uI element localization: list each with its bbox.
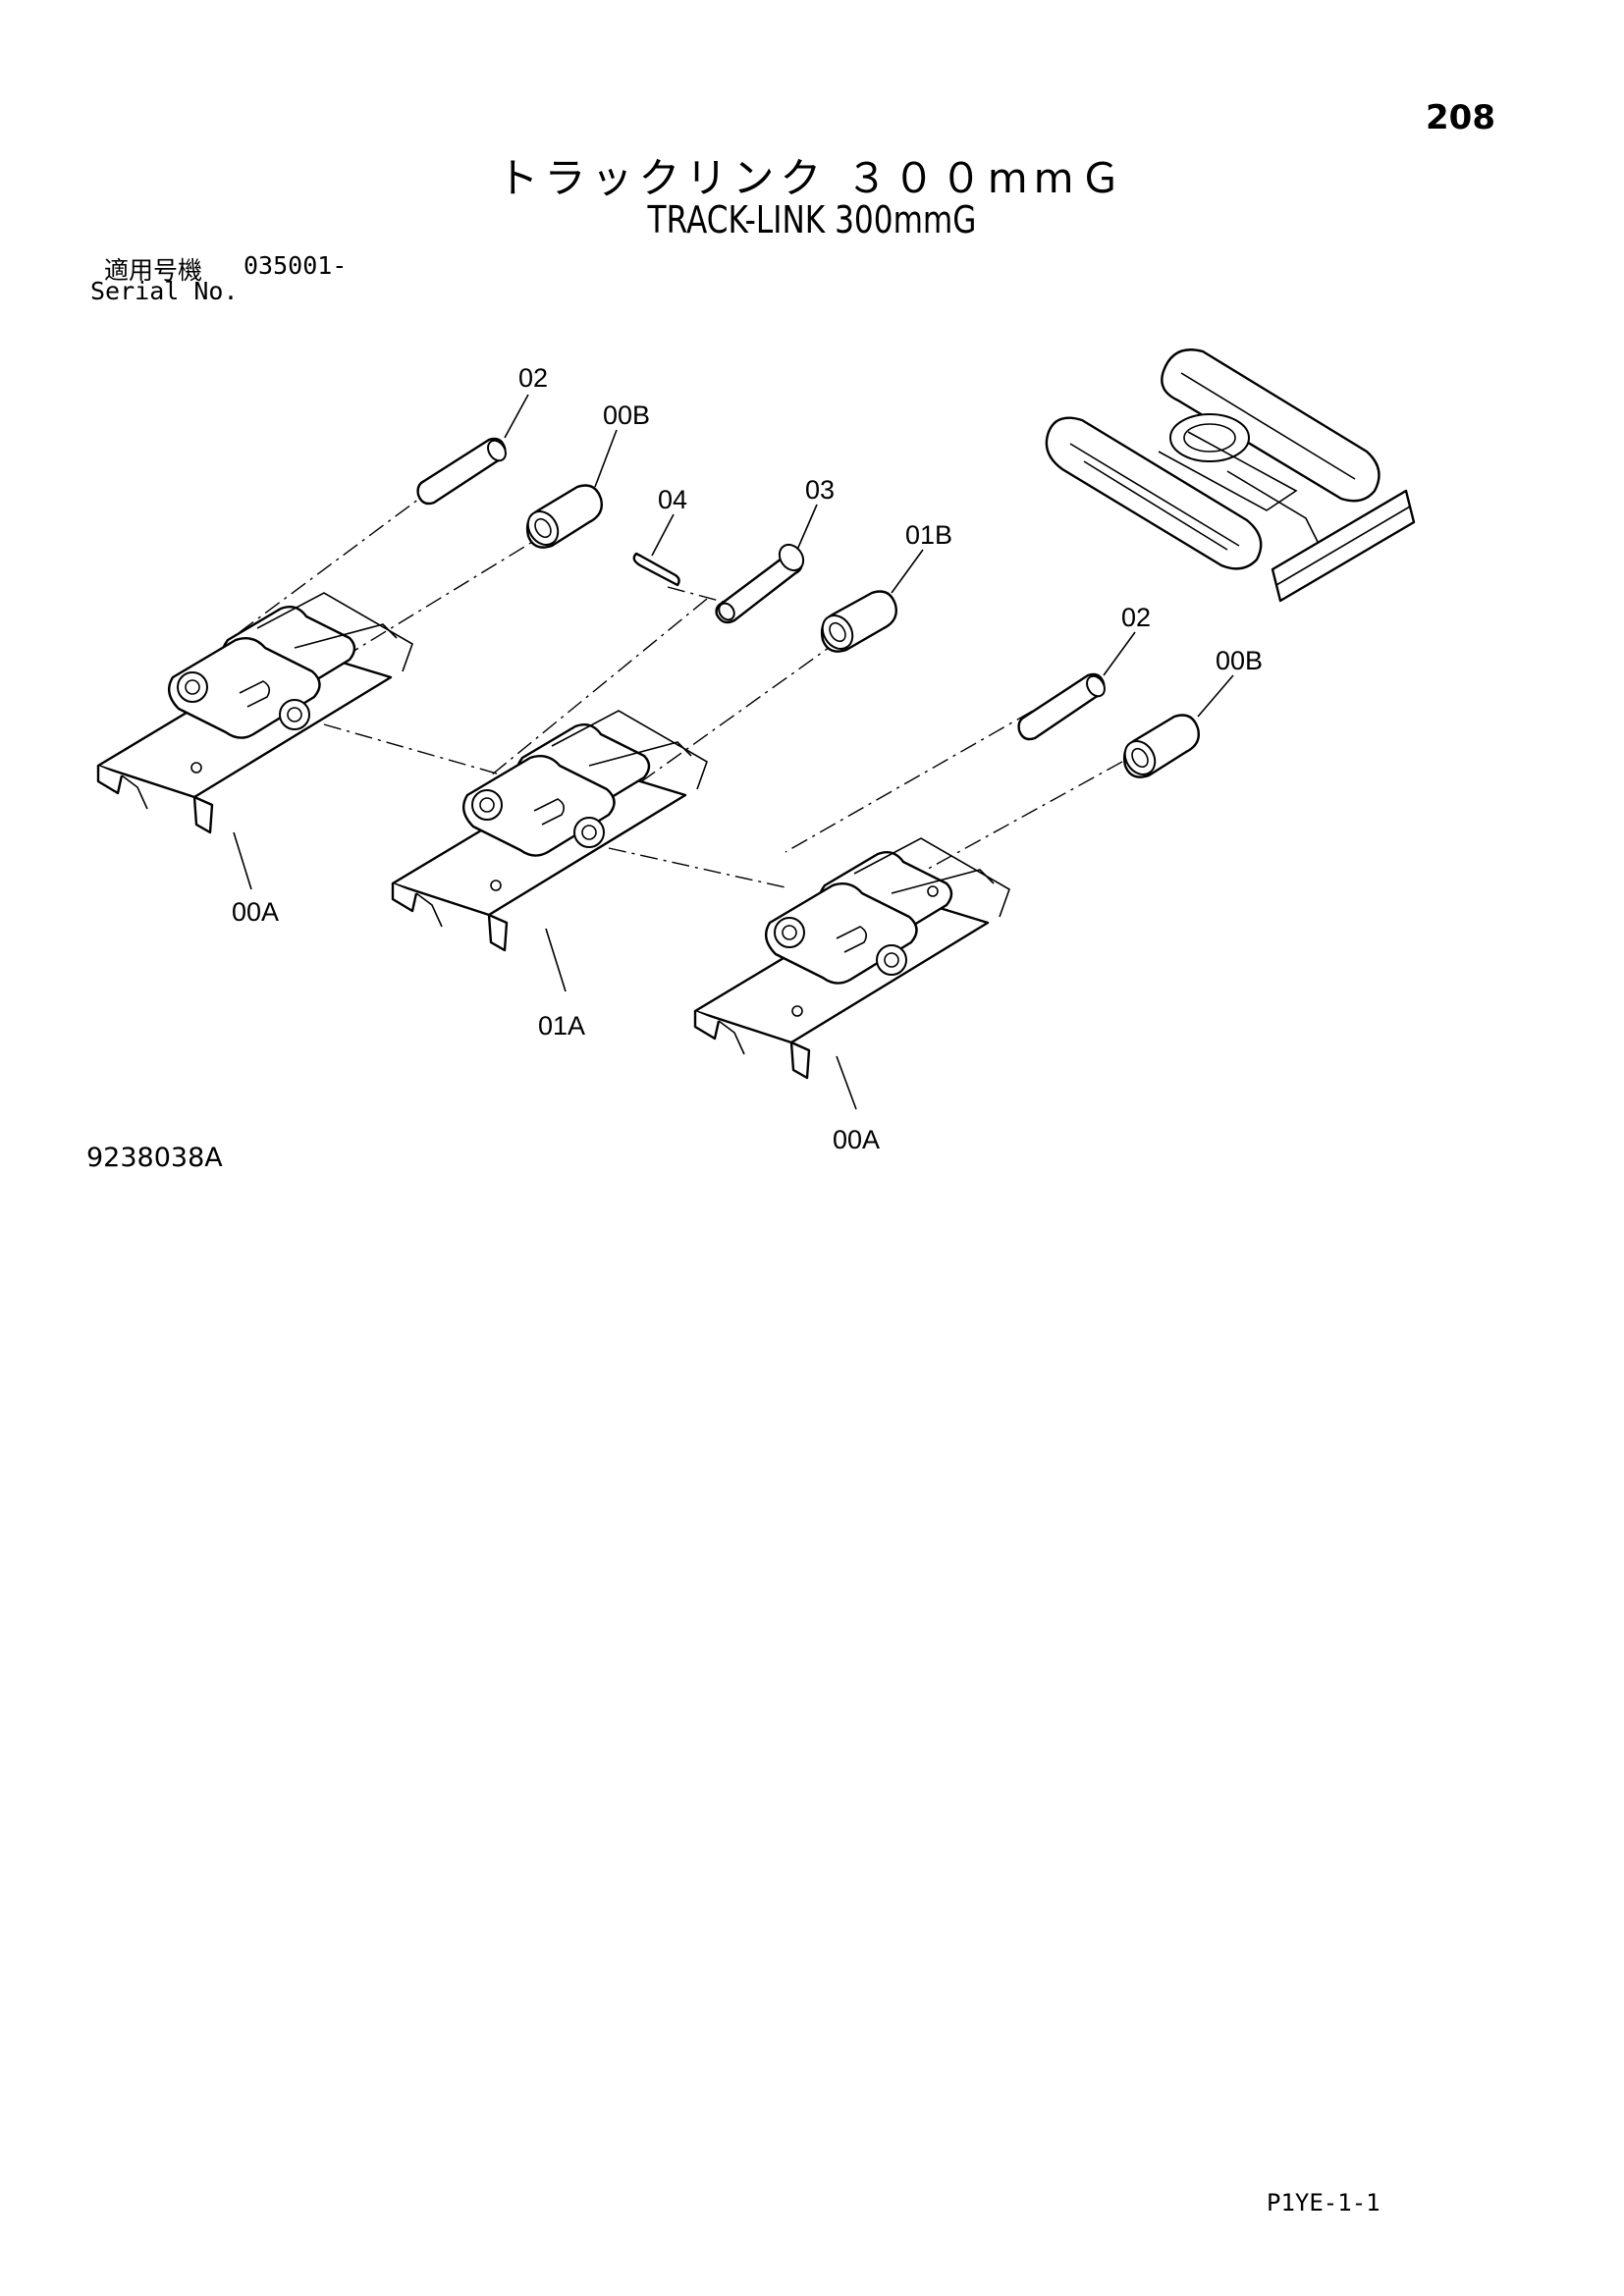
pin-02-top	[416, 437, 507, 506]
callout-00a-right: 00A	[833, 1125, 880, 1154]
callout-04: 04	[658, 485, 687, 514]
track-link-assembly-00a-left	[96, 592, 413, 834]
callout-00a-left: 00A	[232, 897, 279, 927]
track-link-assembly-00a-right	[693, 837, 1010, 1080]
clip-04	[632, 552, 680, 587]
page-title-japanese: トラックリンク ３００mmＧ	[497, 154, 1127, 202]
pin-03	[715, 543, 805, 624]
callout-03: 03	[805, 475, 835, 505]
callout-leader-lines	[233, 394, 1234, 1110]
bushing-01b	[820, 590, 897, 653]
page-code: P1YE-1-1	[1267, 2189, 1380, 2216]
machine-overview-illustration	[1045, 348, 1416, 603]
callout-02-lower: 02	[1121, 603, 1151, 632]
callout-01a: 01A	[538, 1011, 585, 1041]
pin-02-lower	[1017, 672, 1106, 741]
callout-labels: 02 00B 04 03 01B 02 00B 00A 01A 00A	[232, 363, 1263, 1154]
serial-label-japanese: 適用号機	[104, 256, 203, 285]
serial-label-english: Serial No.	[90, 277, 239, 305]
track-link-assembly-01a-middle	[391, 710, 708, 952]
bushing-00b-lower	[1122, 714, 1200, 778]
page-title-english: TRACK-LINK 300mmG	[647, 198, 977, 241]
callout-01b: 01B	[905, 520, 952, 550]
drawing-number: 9238038A	[86, 1143, 223, 1173]
page-number: 208	[1426, 98, 1495, 137]
bushing-00b-top	[525, 484, 603, 549]
serial-number-value: 035001-	[244, 251, 348, 280]
callout-02-top: 02	[518, 363, 548, 393]
callout-00b-lower: 00B	[1216, 646, 1263, 675]
callout-00b-top: 00B	[603, 400, 650, 430]
